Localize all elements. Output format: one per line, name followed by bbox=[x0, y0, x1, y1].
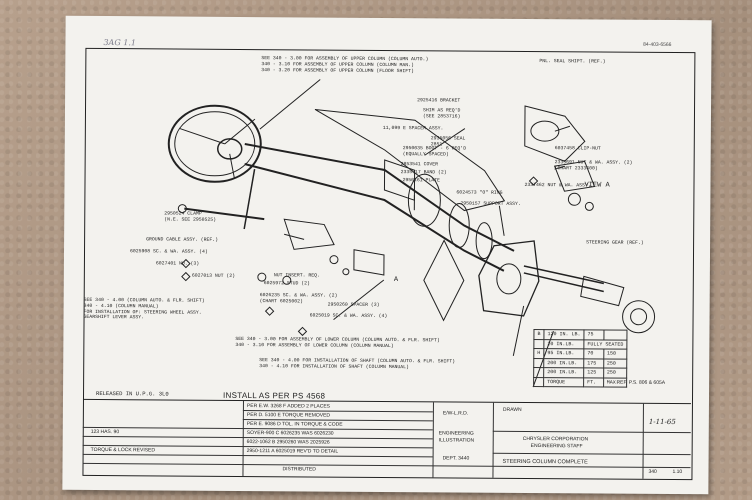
company-name: CHRYSLER CORPORATION bbox=[522, 435, 589, 443]
nut-label-2: 6027013 NUT (2) bbox=[191, 273, 236, 279]
nut-assy-label: 2335691 NUT & WA. ASSY. (2)(CHART 233360… bbox=[554, 160, 633, 172]
date-value: 1-11-65 bbox=[648, 417, 676, 427]
revision-row: PER E. 9086 D TOL. IN TORQUE & CODE bbox=[246, 421, 343, 428]
clamp-label: 2950524 CLAMP(N.E. SEE 2950525) bbox=[164, 211, 217, 223]
spacer-assy-label: 11,099 E SPACER ASSY. bbox=[382, 125, 444, 132]
spacer2-label: 2950260 SPACER (3) bbox=[327, 302, 380, 308]
ew-label: E/W-L.R.D. bbox=[442, 410, 469, 417]
screw-assy-label: 6025908 SC. & WA. ASSY. (4) bbox=[129, 249, 208, 255]
revision-row: TORQUE & LOCK REVISED bbox=[90, 446, 156, 454]
handwritten-note: 3AG 1.1 bbox=[103, 38, 137, 48]
distributed-label: DISTRIBUTED bbox=[282, 466, 316, 473]
wheel-hub bbox=[216, 138, 243, 160]
cover-label: 2853541 COVER bbox=[400, 162, 439, 168]
band-label: 2335917 BAND (2) bbox=[400, 170, 447, 176]
screw-assy3-label: 6025019 SC. & WA. ASSY. (4) bbox=[309, 313, 388, 320]
shaft-note: SEE 340 - 4.00 FOR INSTALLATION OF SHAFT… bbox=[259, 358, 456, 370]
bracket-label: 2925416 BRACKET bbox=[417, 98, 461, 104]
steering-gear-label: STEERING GEAR (REF.) bbox=[586, 240, 644, 246]
revision-row: SOYER-900 C 6026235 WAS 6026230 bbox=[246, 430, 334, 437]
plate-label: 2950161 PLATE bbox=[402, 178, 440, 184]
support-assy-label: 2950157 SUPPORT ASSY. bbox=[460, 201, 521, 207]
view-a-marker: A bbox=[393, 276, 399, 285]
reference-note: REF. P.S. 806 & 605A bbox=[616, 379, 666, 386]
shim-label: SHIM AS REQ'D(SEE 2853716) bbox=[422, 108, 461, 120]
nut-label-1: 6027401 NU. (3) bbox=[155, 261, 200, 267]
stud-label: 6025972 STUD (2) bbox=[263, 281, 310, 287]
lower-assembly-note: SEE 340 - 3.00 FOR ASSEMBLY OF LOWER COL… bbox=[235, 336, 440, 349]
steering-wheel-rim bbox=[167, 104, 262, 183]
revision-row: 123 HAS. 90 bbox=[90, 428, 120, 436]
drawing-sheet: 3AG 1.1 84-403-6566 bbox=[62, 15, 712, 495]
nut-assy2-label: 2337462 NUT & WA. ASSY. bbox=[524, 182, 591, 189]
o-ring-label: 6024573 "O" RING bbox=[456, 190, 503, 196]
drawn-label: DRAWN bbox=[502, 406, 522, 413]
view-a-label: VIEW A bbox=[584, 181, 610, 190]
dept-line2: ILLUSTRATION bbox=[438, 437, 475, 444]
screw-assy2-label: 6026235 SC. & WA. ASSY. (2)(CHART 602500… bbox=[259, 293, 338, 305]
revision-row: PER D. 5100 E TORQUE REMOVED bbox=[246, 412, 331, 419]
clip-nut-label: 6037458 CLIP-NUT bbox=[554, 146, 601, 152]
boot-label: 2950035 BOOT - 6 REQ'D(EQUALLY SPACED) bbox=[402, 146, 467, 158]
column-bracket bbox=[314, 108, 506, 212]
release-note: RELEASED IN U.P.G. 3L0 bbox=[96, 389, 169, 398]
revision-row: PER E.W. 3268 F ADDED 2 PLACES bbox=[246, 403, 331, 410]
drawing-title: STEERING COLUMN COMPLETE bbox=[502, 458, 588, 466]
upper-column-note: SEE 340 - 3.00 FOR ASSEMBLY OF UPPER COL… bbox=[261, 56, 429, 74]
support-plate bbox=[478, 240, 540, 317]
ground-cable-label: GROUND CABLE ASSY. (REF.) bbox=[146, 237, 219, 243]
lower-column-note: SEE 340 - 4.00 (COLUMN AUTO. & FLR. SHIF… bbox=[83, 297, 205, 321]
document-number: 84-403-6566 bbox=[643, 41, 672, 48]
title-block: PER E.W. 3268 F ADDED 2 PLACES PER D. 51… bbox=[82, 398, 691, 480]
steering-column-drawing bbox=[167, 79, 656, 388]
revision-row: 2950-1211 A 6025019 REV'D TO DETAIL bbox=[246, 448, 339, 455]
dept-number: DEPT. 3440 bbox=[442, 455, 470, 462]
dash-panel-label: PNL. SEAL SHIPT. (REF.) bbox=[539, 59, 606, 65]
staff-name: ENGINEERING STAFF bbox=[530, 443, 583, 450]
nut-insert-label: NUT INSERT. REQ. bbox=[273, 273, 320, 279]
revision-row: 6022-1062 B 2950260 WAS 2025926 bbox=[246, 439, 330, 446]
sheet-number: 340 bbox=[648, 468, 657, 475]
dept-line1: ENGINEERING bbox=[438, 430, 474, 437]
revision-number: 1.10 bbox=[672, 468, 683, 476]
